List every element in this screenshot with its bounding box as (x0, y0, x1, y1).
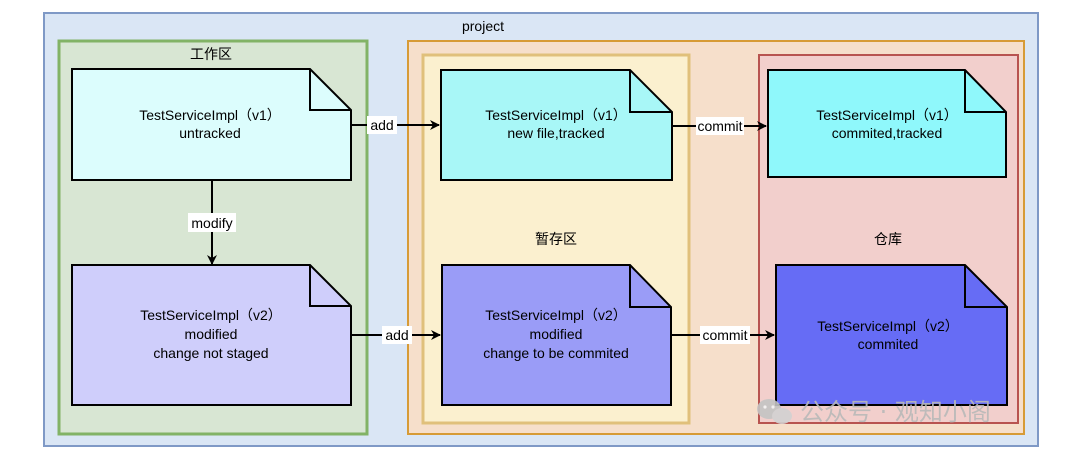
doc-work-v1: TestServiceImpl（v1） untracked (71, 68, 352, 181)
doc-work-v1-line-2: untracked (179, 125, 240, 141)
edge-add-v2: add (352, 326, 441, 344)
doc-stage-v1-fold (629, 70, 672, 113)
staging-label: 暂存区 (535, 231, 577, 247)
doc-work-v2-fold (309, 265, 351, 307)
doc-stage-v2-shape (441, 264, 672, 406)
edge-add-v1-label-bg (367, 116, 397, 134)
doc-work-v2-shape (71, 264, 352, 406)
doc-stage-v2-line-1: TestServiceImpl（v2） (485, 307, 627, 323)
doc-work-v1-shape (71, 68, 352, 181)
doc-work-v2: TestServiceImpl（v2） modified change not … (71, 264, 352, 406)
doc-stage-v2-fold (629, 265, 671, 308)
edge-add-v2-label-bg (382, 326, 412, 344)
doc-work-v1-fold (309, 69, 351, 111)
project-label: project (462, 18, 504, 34)
doc-stage-v1-line-2: new file,tracked (507, 125, 604, 141)
edge-add-v1: add (352, 116, 440, 134)
doc-work-v1-line-1: TestServiceImpl（v1） (139, 107, 281, 123)
doc-repo-v2-fold (964, 265, 1007, 308)
doc-stage-v1: TestServiceImpl（v1） new file,tracked (440, 69, 673, 181)
edge-modify: modify (188, 181, 236, 265)
edge-add-v2-label: add (385, 327, 408, 343)
repository-label: 仓库 (874, 231, 902, 247)
edge-commit-v2-label-bg (700, 326, 750, 344)
doc-stage-v2-line-3: change to be commited (483, 345, 629, 361)
edge-commit-v1: commit (673, 117, 767, 135)
wechat-icon (757, 399, 792, 424)
doc-repo-v2-line-1: TestServiceImpl（v2） (817, 318, 959, 334)
doc-repo-v1-shape (767, 69, 1007, 178)
doc-repo-v2-shape (775, 264, 1008, 406)
doc-repo-v2-line-2: commited (858, 336, 919, 352)
doc-repo-v2: TestServiceImpl（v2） commited (775, 264, 1008, 406)
edge-commit-v1-label: commit (697, 118, 742, 134)
watermark: 公众号 · 观知小阁 (757, 398, 991, 426)
edge-commit-v2: commit (672, 326, 775, 344)
doc-repo-v1: TestServiceImpl（v1） commited,tracked (767, 69, 1007, 178)
doc-stage-v2: TestServiceImpl（v2） modified change to b… (441, 264, 672, 406)
doc-repo-v1-fold (964, 70, 1006, 113)
doc-repo-v1-line-2: commited,tracked (832, 125, 942, 141)
doc-stage-v1-line-1: TestServiceImpl（v1） (485, 107, 627, 123)
edge-commit-v2-label: commit (702, 327, 747, 343)
doc-repo-v1-line-1: TestServiceImpl（v1） (816, 107, 958, 123)
edge-modify-label: modify (191, 215, 232, 231)
edge-add-v1-label: add (370, 117, 393, 133)
watermark-text: 公众号 · 观知小阁 (800, 398, 991, 426)
doc-stage-v2-line-2: modified (530, 326, 583, 342)
doc-work-v2-line-3: change not staged (153, 345, 268, 361)
doc-work-v2-line-1: TestServiceImpl（v2） (140, 307, 282, 323)
doc-stage-v1-shape (440, 69, 673, 181)
edge-commit-v1-label-bg (696, 117, 744, 135)
workspace-label: 工作区 (190, 46, 232, 62)
edge-modify-label-bg (188, 213, 236, 232)
doc-work-v2-line-2: modified (185, 326, 238, 342)
